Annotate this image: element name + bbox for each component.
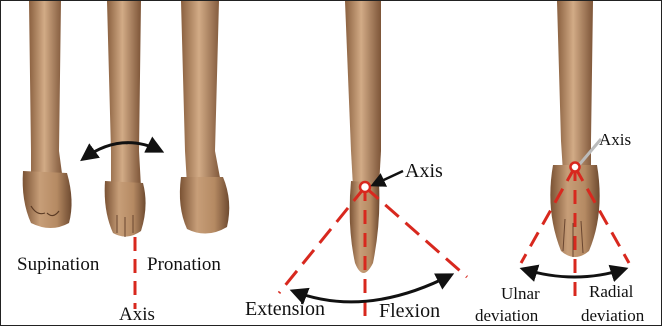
- label-pronation: Pronation: [147, 255, 221, 274]
- label-extension: Extension: [245, 299, 325, 319]
- label-axis-wrist: Axis: [405, 161, 443, 181]
- label-radial-deviation: deviation: [581, 307, 644, 324]
- forearm-supination: [23, 1, 72, 228]
- label-axis-deviation: Axis: [599, 131, 631, 148]
- forearm-pronation: [180, 1, 229, 234]
- flexion-line: [365, 187, 467, 277]
- arm-flexion: [345, 1, 381, 273]
- deviation-axis-point: [571, 163, 580, 172]
- forearm-neutral: [105, 1, 146, 237]
- label-ulnar: Ulnar: [501, 285, 540, 302]
- label-supination: Supination: [17, 255, 99, 274]
- label-flexion: Flexion: [379, 301, 440, 321]
- wrist-axis-point: [360, 182, 370, 192]
- label-radial: Radial: [589, 283, 633, 300]
- label-ulnar-deviation: deviation: [475, 307, 538, 324]
- label-axis-forearm: Axis: [119, 305, 155, 324]
